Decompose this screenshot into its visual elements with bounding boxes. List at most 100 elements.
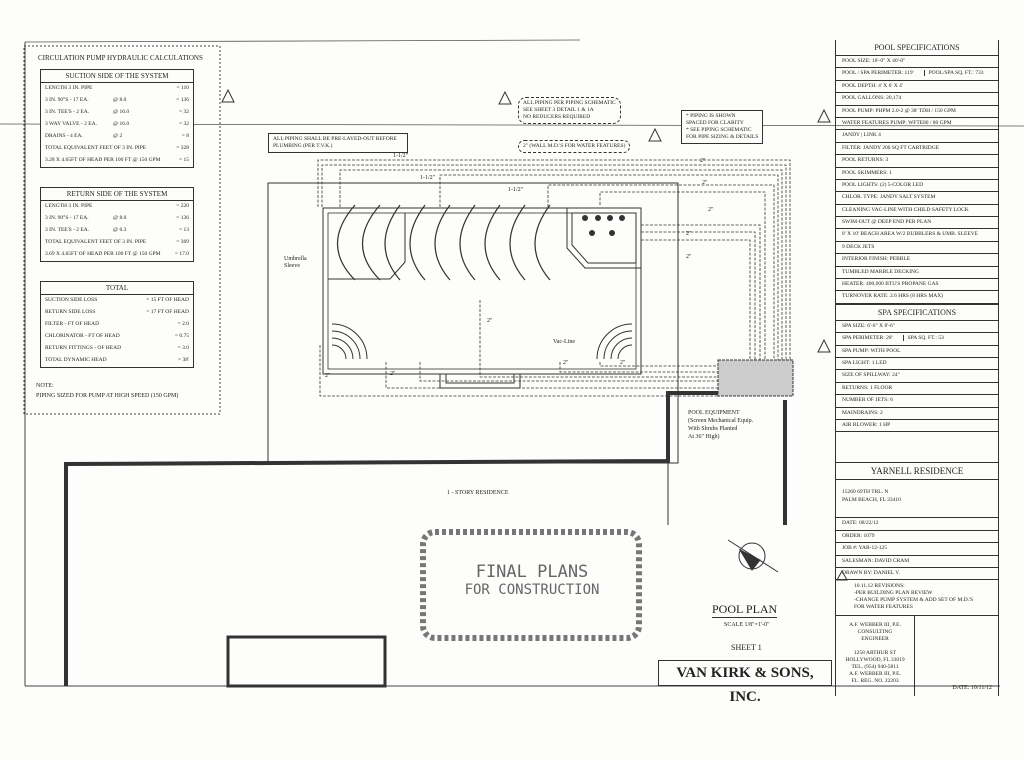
pipe-label: 2"	[487, 318, 493, 324]
calc-row: 3.28 X 4.65FT of Head per 100 FT @ 150 G…	[41, 155, 193, 167]
calc-value: = 328	[176, 145, 189, 151]
return-header: Return Side of the System	[41, 188, 193, 201]
pipe-label: 2"	[686, 254, 692, 260]
schematic-note: All piping per piping schematicSee sheet…	[518, 97, 621, 124]
calc-label: 3 In. 90°s - 17 ea.	[45, 215, 89, 221]
spec-row: Spa Light: 1 LED	[836, 358, 998, 371]
calc-value: = 0.75	[174, 333, 189, 339]
final-plans-stamp: Final Plans For Construction	[464, 562, 600, 598]
spec-row: Jandy | Link 4	[836, 130, 998, 143]
calc-value: = 32	[179, 121, 189, 127]
spec-row: Turnover Rate: 2.6 HRS (8 HRS MAX)	[836, 291, 998, 304]
calc-row: Suction Side Loss = 15 FT of Head	[41, 295, 193, 307]
calc-row: Filter - FT of Head= 2.0	[41, 319, 193, 331]
engineer-line: Tel. (954) 940-5811	[851, 664, 899, 671]
total-table: Total Suction Side Loss= 15 FT of HeadRe…	[40, 281, 194, 368]
calc-value: = 17 FT of Head	[146, 309, 189, 315]
calc-factor: @ 2	[113, 133, 123, 139]
calc-label: Chlorinator - FT of Head	[45, 333, 120, 339]
calc-label: Suction Side Loss	[45, 297, 98, 303]
calc-value: = 220	[176, 203, 189, 209]
plan-title: Pool Plan	[712, 602, 778, 618]
piping-lines	[317, 159, 791, 397]
calc-row: 3 In. 90°s - 17 ea.@ 8.0= 136	[41, 213, 193, 225]
pipe-label: 2"	[620, 360, 626, 366]
calc-label: Total Equivalent Feet of 3 In. Pipe	[45, 239, 147, 245]
project-date: Date: 08/22/12	[836, 518, 998, 531]
calc-row: Total Equivalent Feet of 3 In. Pipe = 369	[41, 237, 193, 249]
engineer-line: Hollywood, FL 33019	[845, 657, 905, 664]
hydraulics-box	[23, 45, 221, 415]
calc-value: = 110	[176, 85, 189, 91]
sheet-number: Sheet 1	[731, 643, 762, 652]
calc-label: Length 3 In. Pipe	[45, 203, 93, 209]
calc-value: = 15 FT of Head	[146, 297, 189, 303]
calc-value: = 369	[176, 239, 189, 245]
spacing-note: * Piping is shownspaced for clarity* See…	[681, 110, 764, 144]
calc-value: = 8	[181, 133, 189, 139]
calc-row: 3 In. 90°s - 17 ea.@ 8.0= 136	[41, 95, 193, 107]
spa	[566, 207, 642, 269]
pipe-label: 2"	[702, 180, 708, 186]
engineer-date: Date: 10/11/12	[952, 685, 992, 692]
spec-row: Number of Jets: 6	[836, 395, 998, 408]
spec-row: Spa Pump: With Pool	[836, 346, 998, 358]
deck-jet-arcs	[336, 204, 551, 281]
spec-row: Returns: 1 Floor	[836, 383, 998, 396]
residence-outline	[64, 182, 790, 688]
calc-value: = 38'	[178, 357, 189, 363]
spec-row: Chlor. Type: Jandy Salt System	[836, 192, 998, 205]
engineer-line: 1258 Arthur St	[853, 650, 897, 657]
calc-label: Return Side Loss	[45, 309, 96, 315]
calc-label: 3 In. Tee's - 2 ea.	[45, 109, 90, 115]
spec-row: Pool Skimmers: 1	[836, 168, 998, 180]
calc-value: = 2.0	[177, 321, 189, 327]
calc-row: 3 In. Tee's - 2 ea.@ 16.0= 32	[41, 107, 193, 119]
umbrella-sleeve-label: Umbrella Sleeve	[284, 256, 307, 269]
spec-row: Spa Perimeter: 28'Spa SQ. FT.: 53	[836, 333, 998, 346]
pool-specs-header: Pool Specifications	[836, 40, 998, 56]
pipe-label: 2"	[708, 207, 714, 213]
engineer-line: A.F. Webber III, P.E.	[849, 671, 901, 678]
calc-row: Total Dynamic Head = 38'	[41, 355, 193, 367]
spa-specs-header: Spa Specifications	[836, 303, 998, 321]
spec-row: Pool / Spa Perimeter: 119'Pool/Spa SQ. F…	[836, 68, 998, 81]
calc-value: = 17.0	[174, 251, 189, 257]
stamp-border	[420, 529, 642, 641]
engineer-line: A.F. Webber III, P.E.	[849, 622, 901, 629]
calc-row: Length 3 In. Pipe = 220	[41, 201, 193, 213]
pipe-label: 1-1/2"	[420, 175, 436, 181]
equipment-pad	[717, 359, 794, 397]
calc-row: Return Side Loss = 17 FT of Head	[41, 307, 193, 319]
suction-header: Suction Side of the System	[41, 70, 193, 83]
calc-label: 3 In. Tee's - 2 ea.	[45, 227, 90, 233]
wall-md-note: 2" (Wall M.D.'s for water features)	[518, 140, 631, 153]
pipe-label: 1-1/2"	[508, 187, 524, 193]
calc-label: Return Fittings - of Head	[45, 345, 122, 351]
engineer-line: FL. Reg. No. 22203	[851, 678, 899, 685]
return-table: Return Side of the System Length 3 In. P…	[40, 187, 194, 262]
spec-row: Pool Gallons: 20,174	[836, 93, 998, 106]
suction-table: Suction Side of the System Length 3 In. …	[40, 69, 194, 168]
spec-row: Pool Depth: 4' X 6' X 4'	[836, 81, 998, 94]
project-job: Job #: YAR-12-125	[836, 543, 998, 556]
calc-label: 3.69 X 4.65FT of Head per 100 FT @ 150 G…	[45, 251, 161, 257]
north-arrow-icon	[727, 539, 779, 573]
sheet-top-border	[24, 39, 581, 43]
calc-row: Return Fittings - of Head= 3.0	[41, 343, 193, 355]
hydraulics-title: Circulation Pump Hydraulic Calculations	[38, 54, 203, 62]
pipe-label: 2"	[686, 231, 692, 237]
pipe-label: 2"	[700, 158, 706, 164]
calc-value: = 15	[179, 157, 189, 163]
engineer-block: A.F. Webber III, P.E.ConsultingEngineer1…	[836, 616, 915, 697]
calc-label: 3.28 X 4.65FT of Head per 100 FT @ 150 G…	[45, 157, 161, 163]
spec-row: Filter: Jandy 200 SQ FT Cartridge	[836, 143, 998, 156]
calc-row: 3.69 X 4.65FT of Head per 100 FT @ 150 G…	[41, 249, 193, 261]
calc-row: Drains - 4 ea.@ 2= 8	[41, 131, 193, 143]
calc-value: = 136	[176, 97, 189, 103]
calc-factor: @ 16.0	[113, 109, 130, 115]
spec-sqft: Pool/Spa SQ. FT.: 733	[923, 70, 984, 77]
engineer-line: Engineer	[861, 636, 889, 643]
calc-label: Total Dynamic Head	[45, 357, 107, 363]
